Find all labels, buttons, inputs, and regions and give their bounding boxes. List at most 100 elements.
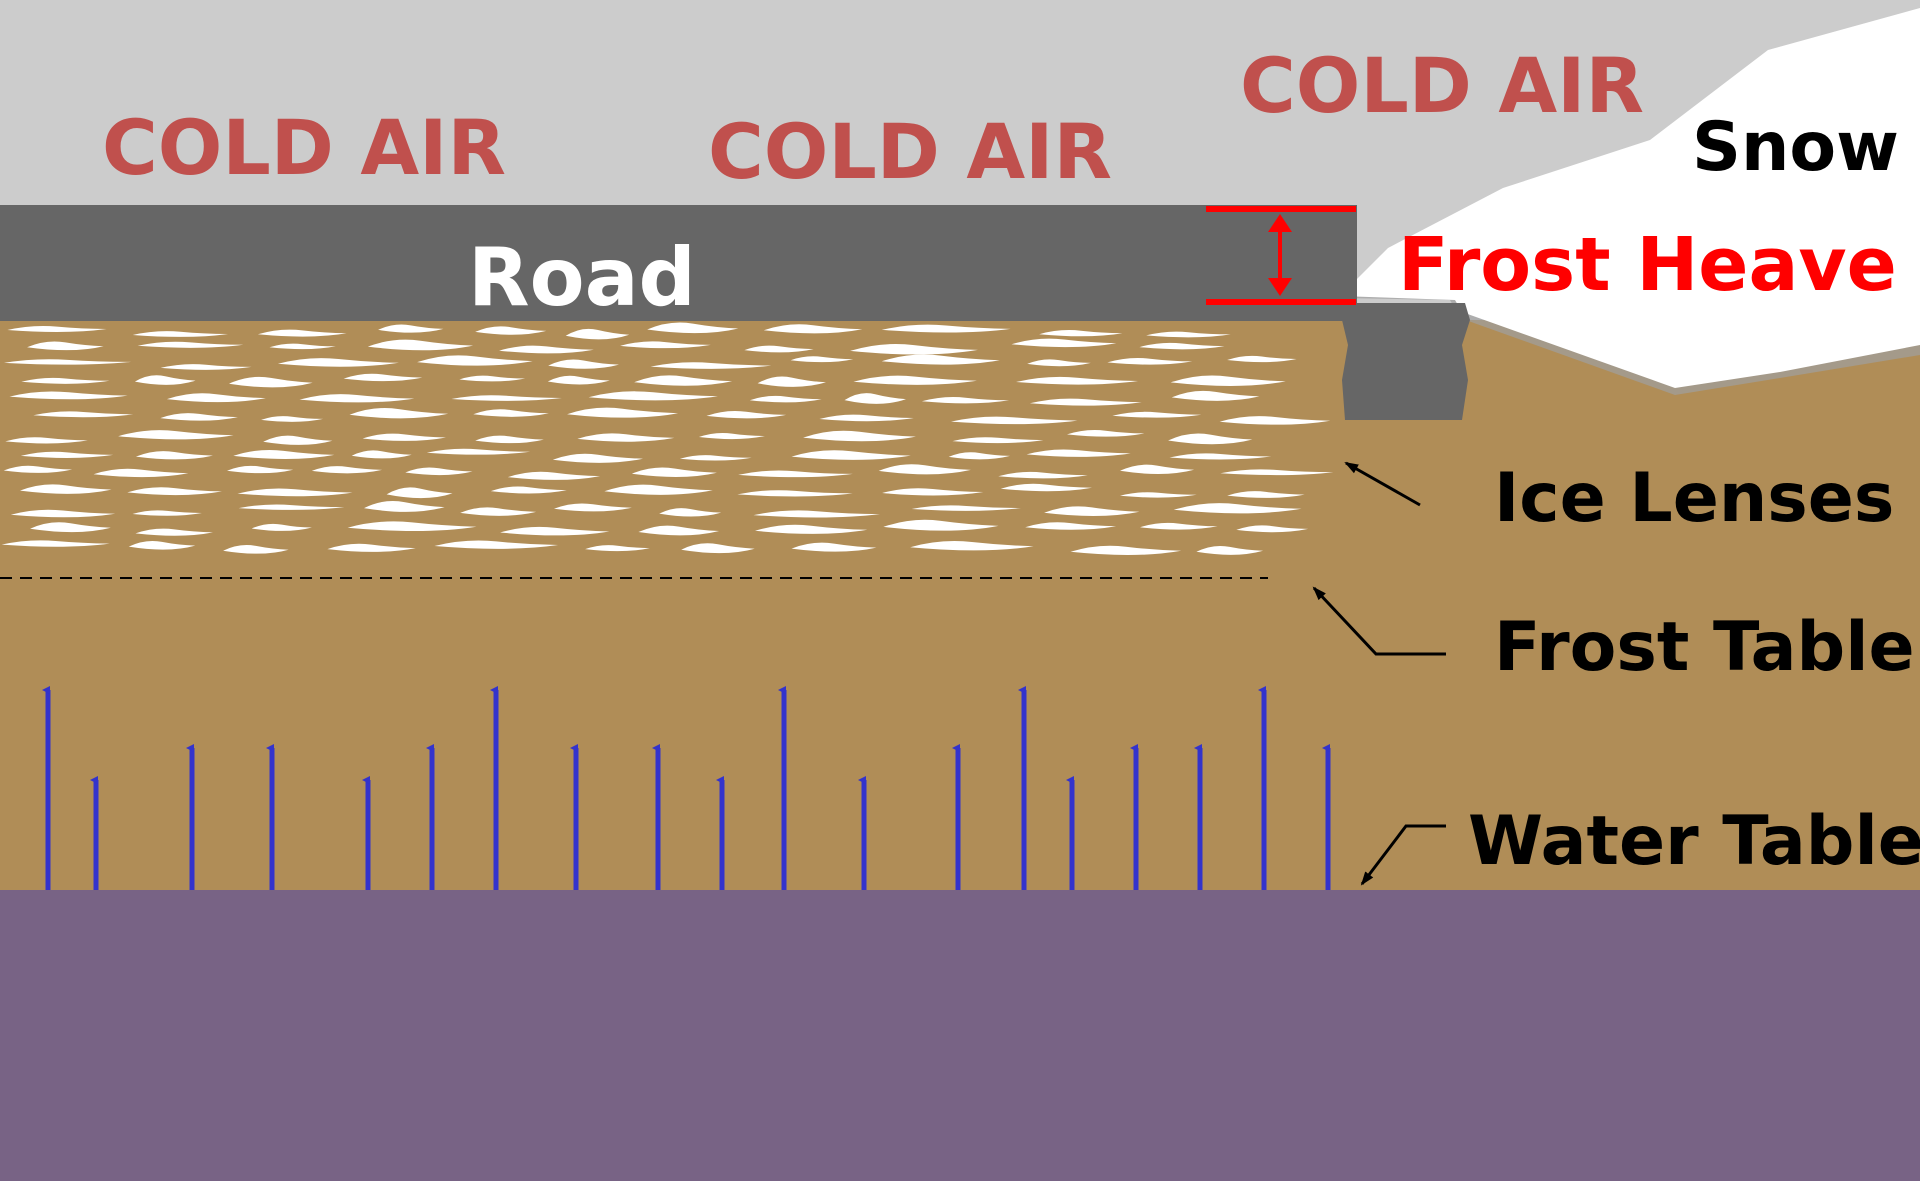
- saturated-zone: [0, 890, 1920, 1181]
- ice-lens: [554, 503, 632, 512]
- ice-lens: [753, 510, 880, 518]
- water-table-leader: [1360, 824, 1446, 886]
- ice-lens: [1236, 525, 1309, 533]
- ice-lens: [364, 500, 445, 512]
- ice-lens: [349, 408, 449, 419]
- ice-lens: [948, 452, 1010, 460]
- ice-lens: [299, 394, 415, 403]
- ice-lens: [128, 540, 196, 550]
- ice-lens: [378, 324, 444, 333]
- ice-lens: [251, 523, 312, 531]
- ice-lens: [1120, 492, 1197, 498]
- ice-lens: [911, 505, 1021, 511]
- ice-lenses-group: [1, 322, 1334, 556]
- snow-bank: [1340, 8, 1920, 388]
- road-label: Road: [468, 231, 696, 324]
- ice-lens: [135, 528, 213, 536]
- soil-layer: [0, 320, 1920, 890]
- ice-lens: [1146, 331, 1231, 338]
- ice-lens: [585, 545, 650, 552]
- ice-lens: [1196, 545, 1264, 555]
- ice-lens: [460, 507, 537, 516]
- ice-lens: [490, 486, 567, 494]
- ice-lens: [459, 375, 526, 382]
- ice-lens: [347, 521, 477, 531]
- snow-label: Snow: [1692, 108, 1899, 187]
- ice-lens: [803, 430, 916, 442]
- ice-lens: [631, 467, 717, 477]
- ice-lens: [921, 397, 1010, 404]
- ice-lens: [552, 453, 643, 463]
- ice-lens: [269, 343, 336, 350]
- ice-lens: [277, 358, 399, 367]
- ice-lens: [499, 345, 594, 354]
- ice-lens: [1016, 376, 1139, 385]
- capillary-arrows-group: [42, 686, 1331, 890]
- ice-lenses-label: Ice Lenses: [1494, 459, 1895, 538]
- ice-lens: [567, 407, 679, 418]
- ice-lens: [738, 470, 853, 478]
- ice-lens: [160, 364, 252, 370]
- ice-lens: [500, 526, 610, 536]
- ice-lens: [118, 430, 234, 440]
- heave-arrow-up: [1268, 214, 1292, 232]
- ice-lens: [1039, 330, 1123, 337]
- ice-lens: [881, 324, 1011, 333]
- ice-lens: [127, 487, 222, 496]
- ice-lens: [475, 326, 547, 335]
- ice-lens: [261, 416, 324, 422]
- ice-lens: [565, 328, 630, 340]
- ice-lens: [27, 341, 104, 351]
- ice-lens: [1000, 483, 1092, 492]
- ice-lenses-leader: [1344, 461, 1421, 507]
- ice-lens: [882, 488, 984, 496]
- ice-lens: [1227, 355, 1297, 363]
- ice-lens: [659, 508, 722, 517]
- ice-lens: [1171, 390, 1260, 401]
- ice-lens: [351, 450, 412, 459]
- ice-lens: [604, 484, 713, 495]
- ice-lens: [1044, 506, 1140, 516]
- ice-lens: [638, 525, 720, 536]
- ice-lens: [30, 522, 111, 533]
- ice-lens: [883, 519, 999, 531]
- ice-lens: [763, 324, 863, 334]
- ice-lens: [1025, 522, 1117, 530]
- ice-lens: [386, 487, 453, 499]
- ice-lens: [1140, 522, 1218, 530]
- ice-lens: [951, 416, 1078, 425]
- frost-table-leader: [1312, 586, 1446, 656]
- ice-lens: [311, 466, 383, 474]
- ice-lens: [650, 362, 772, 369]
- ice-lens: [473, 409, 549, 417]
- ice-lens: [1120, 464, 1195, 475]
- cold-air-label-left: COLD AIR: [102, 103, 506, 192]
- ice-lens: [10, 509, 116, 518]
- ice-lens: [507, 471, 601, 480]
- ice-lens: [620, 341, 711, 349]
- road-surface: [0, 205, 1357, 321]
- ice-lens: [405, 467, 473, 476]
- ice-lens: [791, 542, 877, 552]
- ice-lens: [1227, 491, 1305, 498]
- ice-lens: [755, 524, 868, 534]
- water-table-label: Water Table: [1468, 802, 1920, 881]
- ice-lens: [1027, 359, 1091, 367]
- ice-lens: [132, 331, 229, 337]
- ice-lens: [679, 455, 752, 461]
- ice-lens: [343, 373, 423, 382]
- ice-lens: [1173, 503, 1302, 514]
- ice-lens: [166, 393, 266, 403]
- ice-lens: [698, 432, 765, 440]
- ice-lens: [706, 411, 787, 419]
- ice-lens: [362, 433, 446, 441]
- ice-lens: [238, 504, 345, 510]
- ice-lens: [434, 540, 559, 549]
- ice-lens: [757, 376, 826, 387]
- ice-lens: [881, 354, 1000, 365]
- ice-lens: [4, 359, 131, 365]
- ice-lens: [1170, 375, 1286, 386]
- ice-lens: [160, 413, 238, 421]
